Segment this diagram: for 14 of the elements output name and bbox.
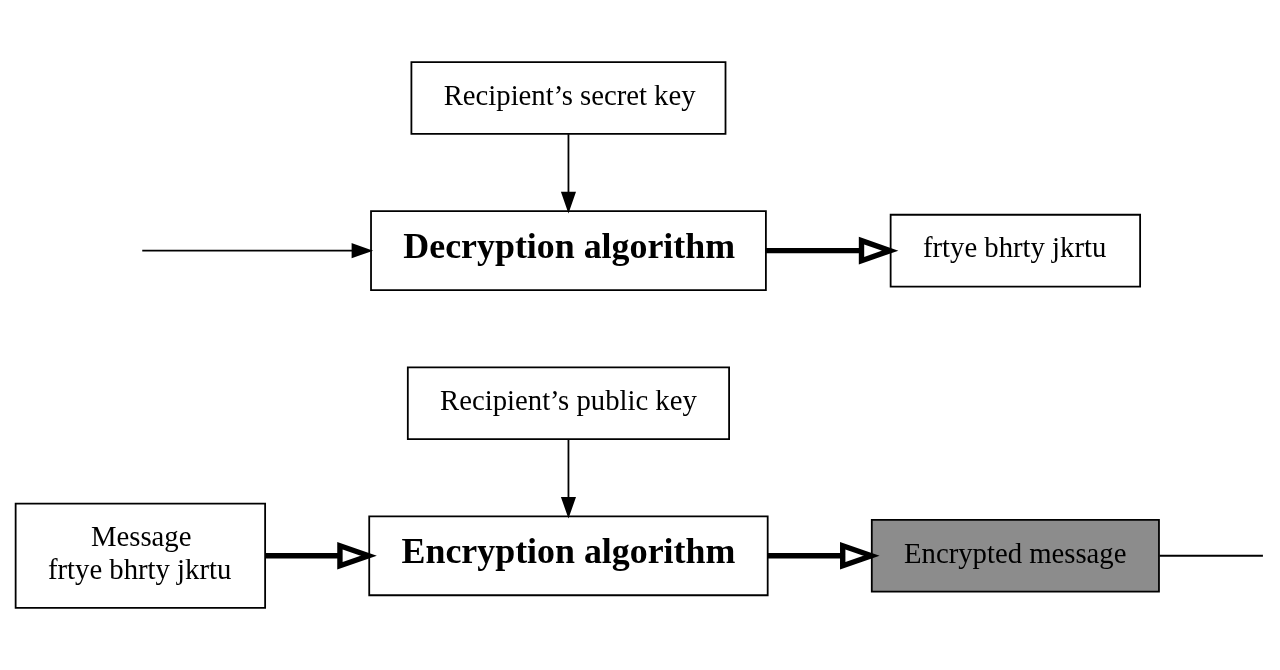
node-box: frtye bhrty jkrtu — [889, 213, 1141, 288]
node-box: Message frtye bhrty jkrtu — [14, 502, 266, 609]
arrow — [141, 243, 374, 259]
node-box: Decryption algorithm — [370, 210, 767, 292]
arrow — [560, 133, 576, 214]
arrow — [560, 438, 576, 519]
node-box: Recipient’s public key — [406, 366, 730, 440]
node-box: Encryption algorithm — [368, 515, 769, 597]
node-box: Recipient’s secret key — [410, 61, 727, 135]
arrow — [265, 541, 377, 570]
node-box: Encrypted message — [870, 518, 1160, 593]
arrow — [767, 541, 880, 570]
connector — [1158, 554, 1264, 557]
arrow — [766, 236, 899, 265]
